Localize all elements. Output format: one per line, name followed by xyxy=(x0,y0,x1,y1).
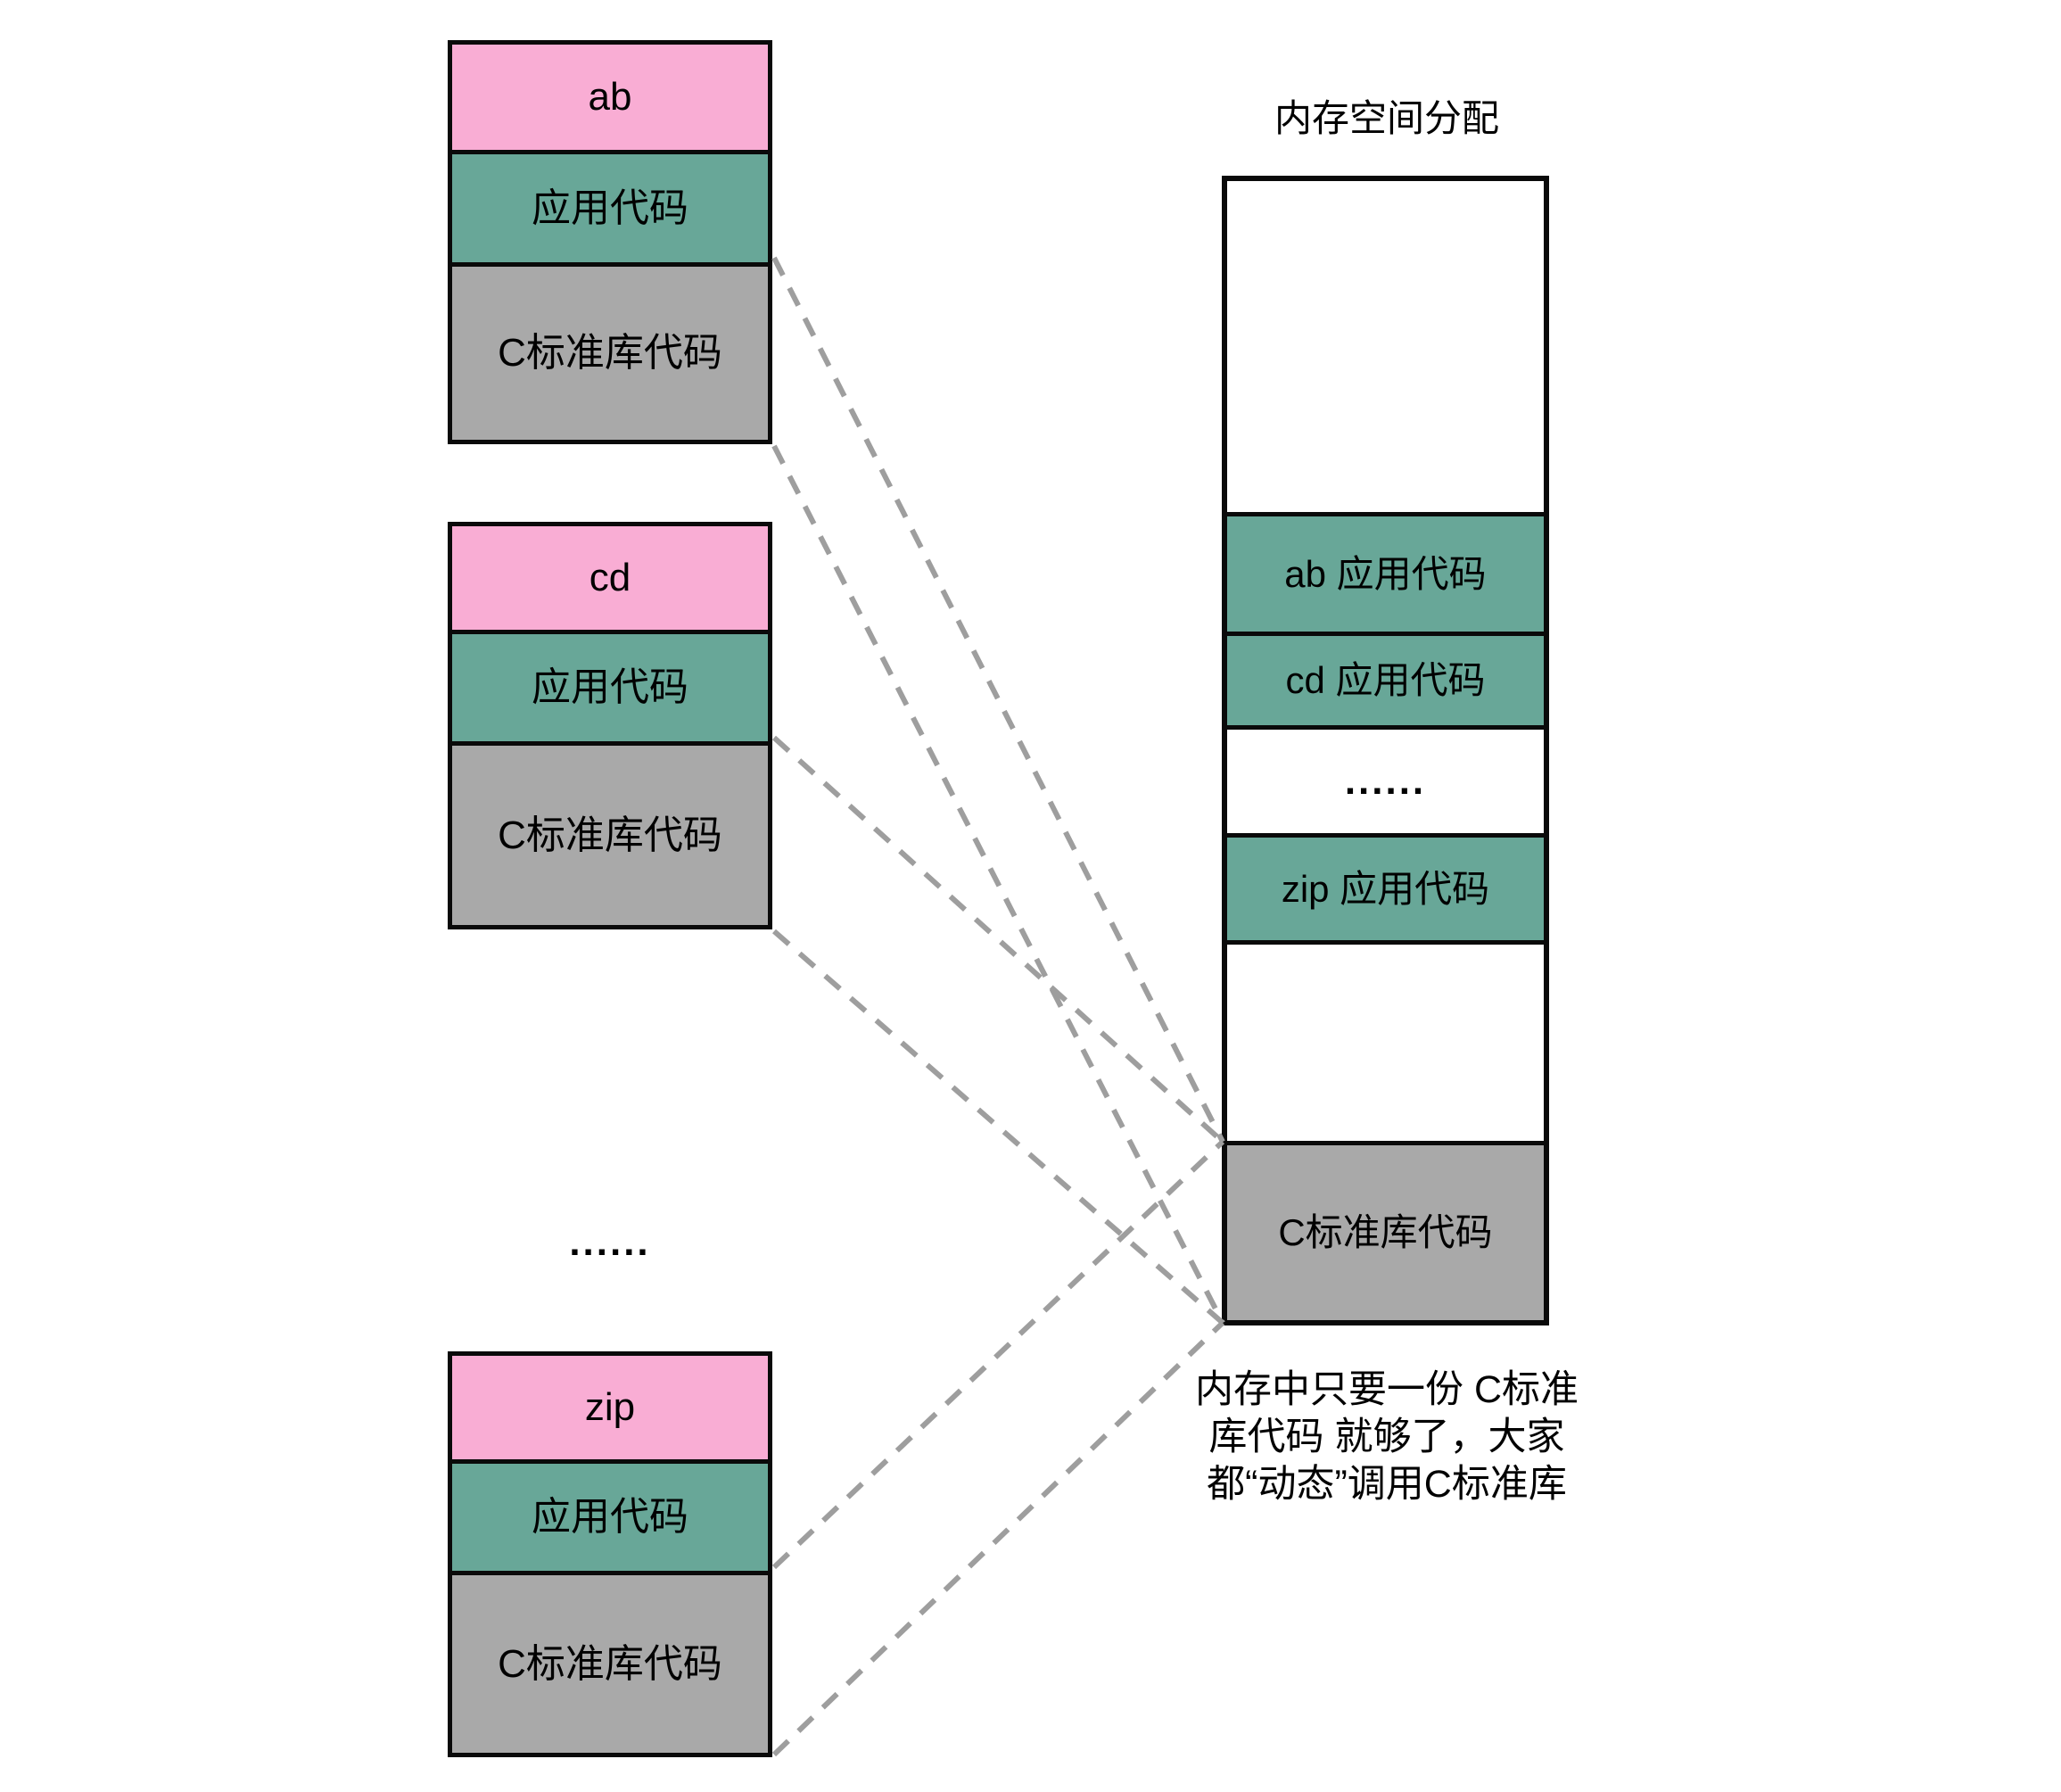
link-line-cd-bottom xyxy=(772,929,1224,1325)
program-name-label: cd xyxy=(589,556,631,599)
c-lib-code-label: C标准库代码 xyxy=(498,331,722,375)
c-lib-code-section: C标准库代码 xyxy=(452,1571,768,1753)
program-name-section: cd xyxy=(452,526,768,630)
app-code-section: 应用代码 xyxy=(452,1459,768,1571)
link-line-zip-top xyxy=(771,1139,1225,1570)
program-block-zip: zip 应用代码 C标准库代码 xyxy=(448,1351,772,1757)
c-lib-code-label: C标准库代码 xyxy=(498,813,722,857)
c-lib-code-label: C标准库代码 xyxy=(498,1641,722,1686)
program-name-label: ab xyxy=(588,75,632,119)
memory-region-ellipsis: ...... xyxy=(1227,725,1544,833)
link-line-cd-top xyxy=(771,735,1225,1144)
link-line-ab-top xyxy=(771,256,1225,1144)
annotation-line-3: 都“动态”调用C标准库 xyxy=(1207,1463,1567,1506)
memory-region-label: ab 应用代码 xyxy=(1284,552,1487,595)
app-code-section: 应用代码 xyxy=(452,150,768,262)
program-name-section: ab xyxy=(452,45,768,150)
annotation-line-1: 内存中只要一份 C标准 xyxy=(1195,1368,1579,1411)
program-name-section: zip xyxy=(452,1356,768,1459)
memory-title: 内存空间分配 xyxy=(1274,97,1499,139)
memory-region-label: C标准库代码 xyxy=(1278,1211,1493,1253)
memory-region-free-top xyxy=(1227,181,1544,512)
annotation-text: 内存中只要一份 C标准 库代码 就够了，大家 都“动态”调用C标准库 xyxy=(1173,1367,1601,1508)
memory-region-label: zip 应用代码 xyxy=(1281,867,1490,910)
memory-region-cd-app: cd 应用代码 xyxy=(1227,632,1544,725)
link-line-zip-bottom xyxy=(771,1320,1225,1757)
memory-region-label: ...... xyxy=(1344,759,1427,803)
memory-region-free-mid xyxy=(1227,940,1544,1141)
app-code-label: 应用代码 xyxy=(532,1495,688,1539)
program-block-ab: ab 应用代码 C标准库代码 xyxy=(448,40,772,444)
memory-region-zip-app: zip 应用代码 xyxy=(1227,833,1544,940)
memory-region-c-lib: C标准库代码 xyxy=(1227,1141,1544,1320)
memory-box: ab 应用代码 cd 应用代码 ...... zip 应用代码 C标准库代码 xyxy=(1222,176,1549,1325)
c-lib-code-section: C标准库代码 xyxy=(452,262,768,440)
app-code-section: 应用代码 xyxy=(452,630,768,741)
memory-region-label: cd 应用代码 xyxy=(1285,659,1486,701)
c-lib-code-section: C标准库代码 xyxy=(452,741,768,925)
memory-region-ab-app: ab 应用代码 xyxy=(1227,512,1544,632)
annotation-line-2: 库代码 就够了，大家 xyxy=(1208,1416,1565,1458)
more-programs-ellipsis: ...... xyxy=(569,1220,651,1264)
app-code-label: 应用代码 xyxy=(532,665,688,709)
link-line-ab-bottom xyxy=(771,444,1225,1325)
program-name-label: zip xyxy=(584,1385,636,1429)
app-code-label: 应用代码 xyxy=(532,186,688,230)
program-block-cd: cd 应用代码 C标准库代码 xyxy=(448,522,772,929)
